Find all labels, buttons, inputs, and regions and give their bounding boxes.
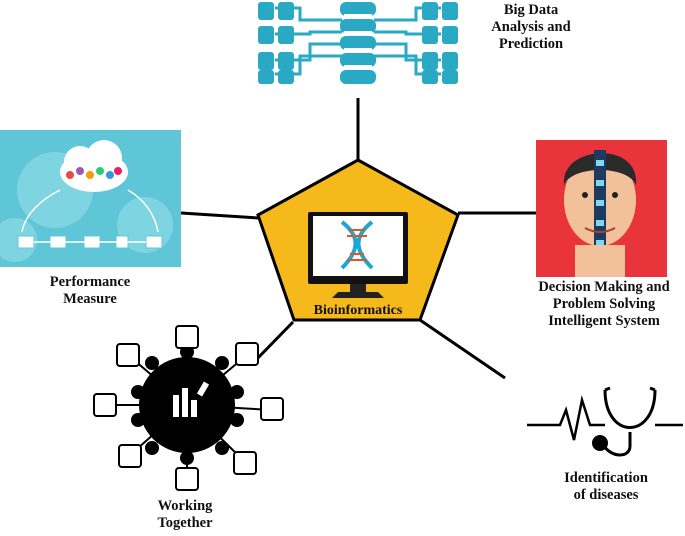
- working-line-2: Together: [157, 515, 213, 531]
- diseases-label: Identification of diseases: [546, 470, 666, 504]
- connector-performance: [180, 211, 259, 220]
- big-data-line-3: Prediction: [498, 36, 564, 52]
- diseases-line-2: of diseases: [573, 487, 639, 503]
- big-data-line-2: Analysis and: [491, 19, 571, 35]
- robot-human-face-icon: [536, 140, 667, 277]
- working-label: Working Together: [130, 498, 240, 532]
- team-network-icon: [93, 325, 284, 491]
- performance-label: Performance Measure: [30, 274, 150, 308]
- cloud-gears-icon: [0, 130, 181, 267]
- connector-diseases: [419, 318, 506, 380]
- stethoscope-heartbeat-icon: [527, 386, 683, 457]
- decision-line-2: Problem Solving: [552, 296, 656, 312]
- decision-label: Decision Making and Problem Solving Inte…: [524, 279, 684, 330]
- performance-line-2: Measure: [63, 291, 117, 307]
- computer-monitor-icon: [308, 212, 408, 298]
- decision-line-3: Intelligent System: [548, 313, 660, 329]
- working-line-1: Working: [157, 498, 213, 514]
- database-network-icon: [258, 2, 458, 84]
- diseases-line-1: Identification: [564, 470, 648, 486]
- hub-label: Bioinformatics: [313, 303, 403, 318]
- connector-lines: [180, 98, 540, 380]
- big-data-label: Big Data Analysis and Prediction: [476, 2, 586, 53]
- connector-working: [252, 320, 295, 364]
- decision-line-1: Decision Making and: [538, 279, 670, 295]
- performance-line-1: Performance: [49, 274, 131, 290]
- big-data-line-1: Big Data: [503, 2, 559, 18]
